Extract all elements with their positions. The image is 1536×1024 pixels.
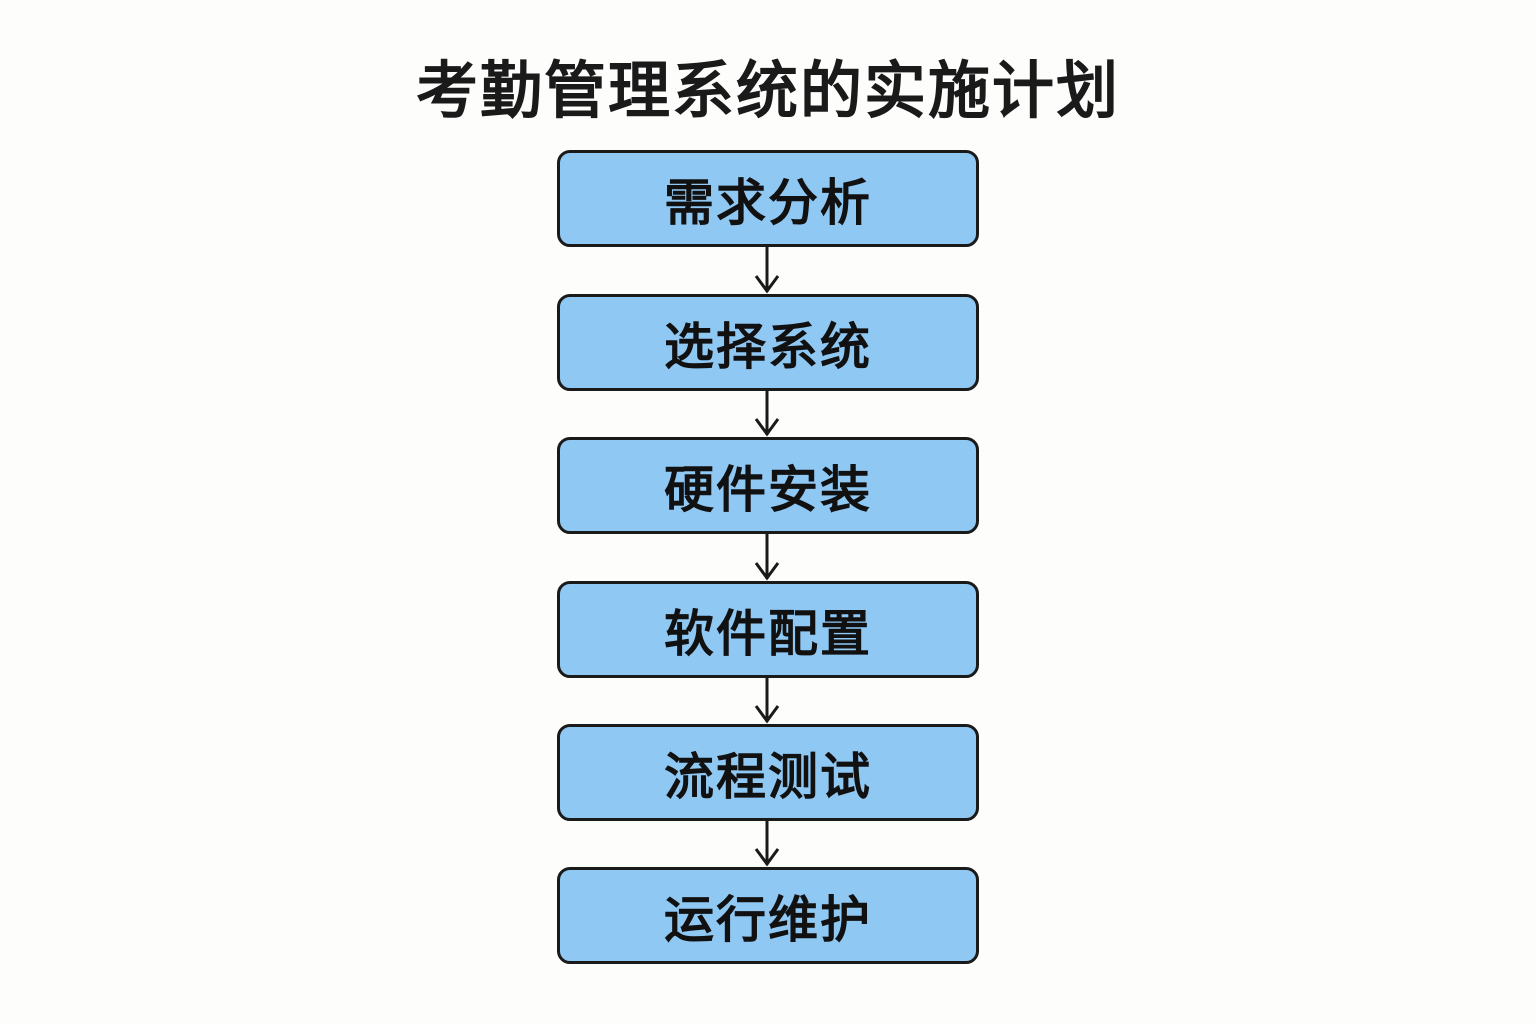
step-box: 流程测试 xyxy=(557,724,979,821)
diagram-title: 考勤管理系统的实施计划 xyxy=(415,54,1120,127)
arrow-down-icon xyxy=(754,678,780,724)
step-box: 运行维护 xyxy=(557,867,979,964)
step-box: 选择系统 xyxy=(557,294,979,391)
arrow-down-icon xyxy=(754,534,780,581)
step-box: 软件配置 xyxy=(557,581,979,678)
arrow-down-icon xyxy=(754,391,780,437)
step-box: 硬件安装 xyxy=(557,437,979,534)
arrow-down-icon xyxy=(754,247,780,294)
step-box: 需求分析 xyxy=(557,150,979,247)
arrow-down-icon xyxy=(754,821,780,867)
